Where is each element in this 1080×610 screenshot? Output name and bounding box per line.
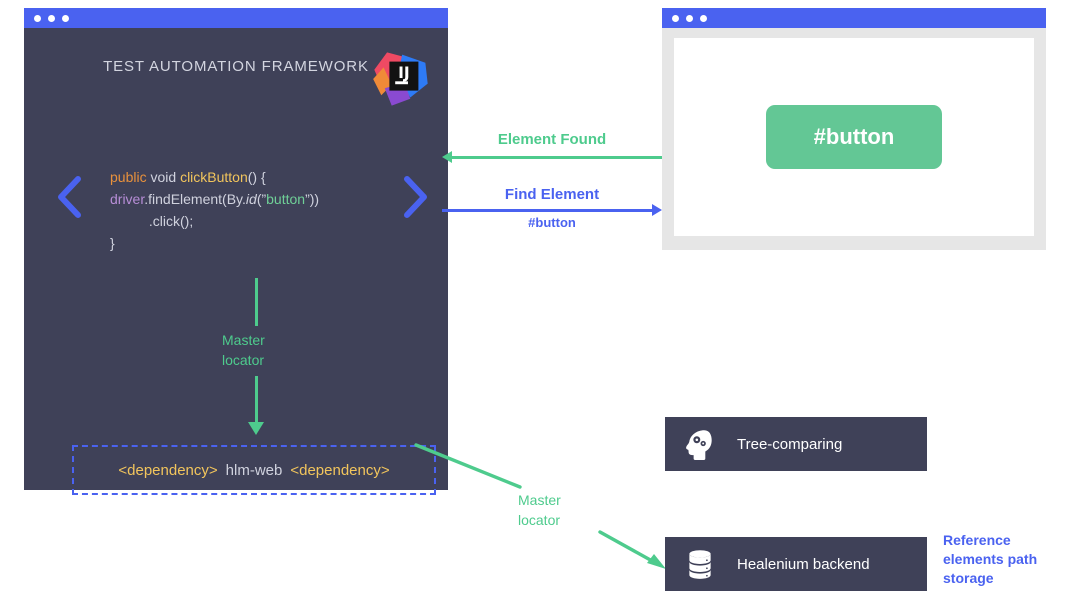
find-element-arrowhead bbox=[652, 204, 662, 216]
element-found-label: Element Found bbox=[497, 131, 607, 148]
browser-dot-close[interactable] bbox=[672, 14, 679, 22]
database-icon bbox=[689, 550, 711, 579]
ide-body: TEST AUTOMATION FRAMEWORK IJ public void… bbox=[24, 28, 448, 495]
browser-dot-minimize[interactable] bbox=[686, 14, 693, 22]
svg-text:IJ: IJ bbox=[398, 63, 410, 82]
master-locator-diagonal-arrow-to-backend bbox=[598, 530, 666, 569]
master-locator-label-inner: Master locator bbox=[222, 332, 265, 368]
master-locator-arrow-bottom bbox=[255, 376, 258, 426]
code-findelement: .findElement(By. bbox=[144, 191, 246, 207]
dependency-artifact: hlm-web bbox=[225, 461, 283, 479]
reference-storage-note: Reference elements path storage bbox=[943, 532, 1038, 586]
browser-window: #button bbox=[662, 8, 1046, 250]
browser-frame: #button bbox=[662, 28, 1046, 250]
dependency-open-tag: <dependency> bbox=[118, 461, 218, 479]
element-found-arrowhead bbox=[442, 151, 452, 163]
chevron-left-icon[interactable] bbox=[57, 175, 83, 219]
chevron-right-icon[interactable] bbox=[402, 175, 428, 219]
code-string-button: button bbox=[266, 191, 306, 207]
browser-dot-maximize[interactable] bbox=[700, 14, 707, 22]
ide-window: TEST AUTOMATION FRAMEWORK IJ public void… bbox=[24, 8, 448, 495]
intellij-idea-logo: IJ bbox=[373, 52, 428, 106]
ide-titlebar bbox=[24, 8, 448, 28]
find-element-label: Find Element bbox=[504, 186, 600, 203]
code-void: void bbox=[146, 169, 181, 185]
element-found-arrow-line bbox=[450, 156, 662, 159]
find-element-sublabel: #button bbox=[528, 215, 576, 230]
code-snippet: public void clickButton() { driver.findE… bbox=[110, 166, 410, 254]
code-method-name: clickButton bbox=[180, 169, 248, 185]
code-var-driver: driver bbox=[110, 191, 145, 207]
code-closing-brace: } bbox=[110, 235, 115, 251]
card-label: Healenium backend bbox=[737, 555, 870, 573]
code-keyword-public: public bbox=[110, 169, 147, 185]
code-open-quote: (” bbox=[256, 191, 267, 207]
code-line1-tail: () { bbox=[247, 169, 266, 185]
code-id: id bbox=[245, 191, 257, 207]
web-button[interactable]: #button bbox=[766, 105, 942, 169]
dependency-box: <dependency> hlm-web <dependency> bbox=[72, 445, 436, 495]
window-dot-close[interactable] bbox=[34, 14, 41, 22]
master-locator-diagonal-arrow-from-dependency bbox=[414, 443, 522, 489]
find-element-arrow-line bbox=[442, 209, 654, 212]
browser-titlebar bbox=[662, 8, 1046, 28]
code-click-call: .click(); bbox=[110, 213, 194, 229]
card-healenium-backend[interactable]: Healenium backend bbox=[665, 537, 927, 591]
window-dot-minimize[interactable] bbox=[48, 14, 55, 22]
master-locator-arrow-top bbox=[255, 278, 258, 326]
card-label: Tree-comparing bbox=[737, 435, 843, 453]
dependency-close-tag: <dependency> bbox=[290, 461, 390, 479]
page-title: TEST AUTOMATION FRAMEWORK bbox=[103, 58, 369, 75]
head-with-gears-icon bbox=[686, 430, 712, 460]
master-locator-label-outer: Master locator bbox=[518, 492, 561, 528]
browser-content: #button bbox=[674, 38, 1034, 236]
code-close-quote: ”)) bbox=[305, 191, 320, 207]
master-locator-arrowhead bbox=[248, 422, 264, 435]
card-tree-comparing[interactable]: Tree-comparing bbox=[665, 417, 927, 471]
window-dot-maximize[interactable] bbox=[62, 14, 69, 22]
